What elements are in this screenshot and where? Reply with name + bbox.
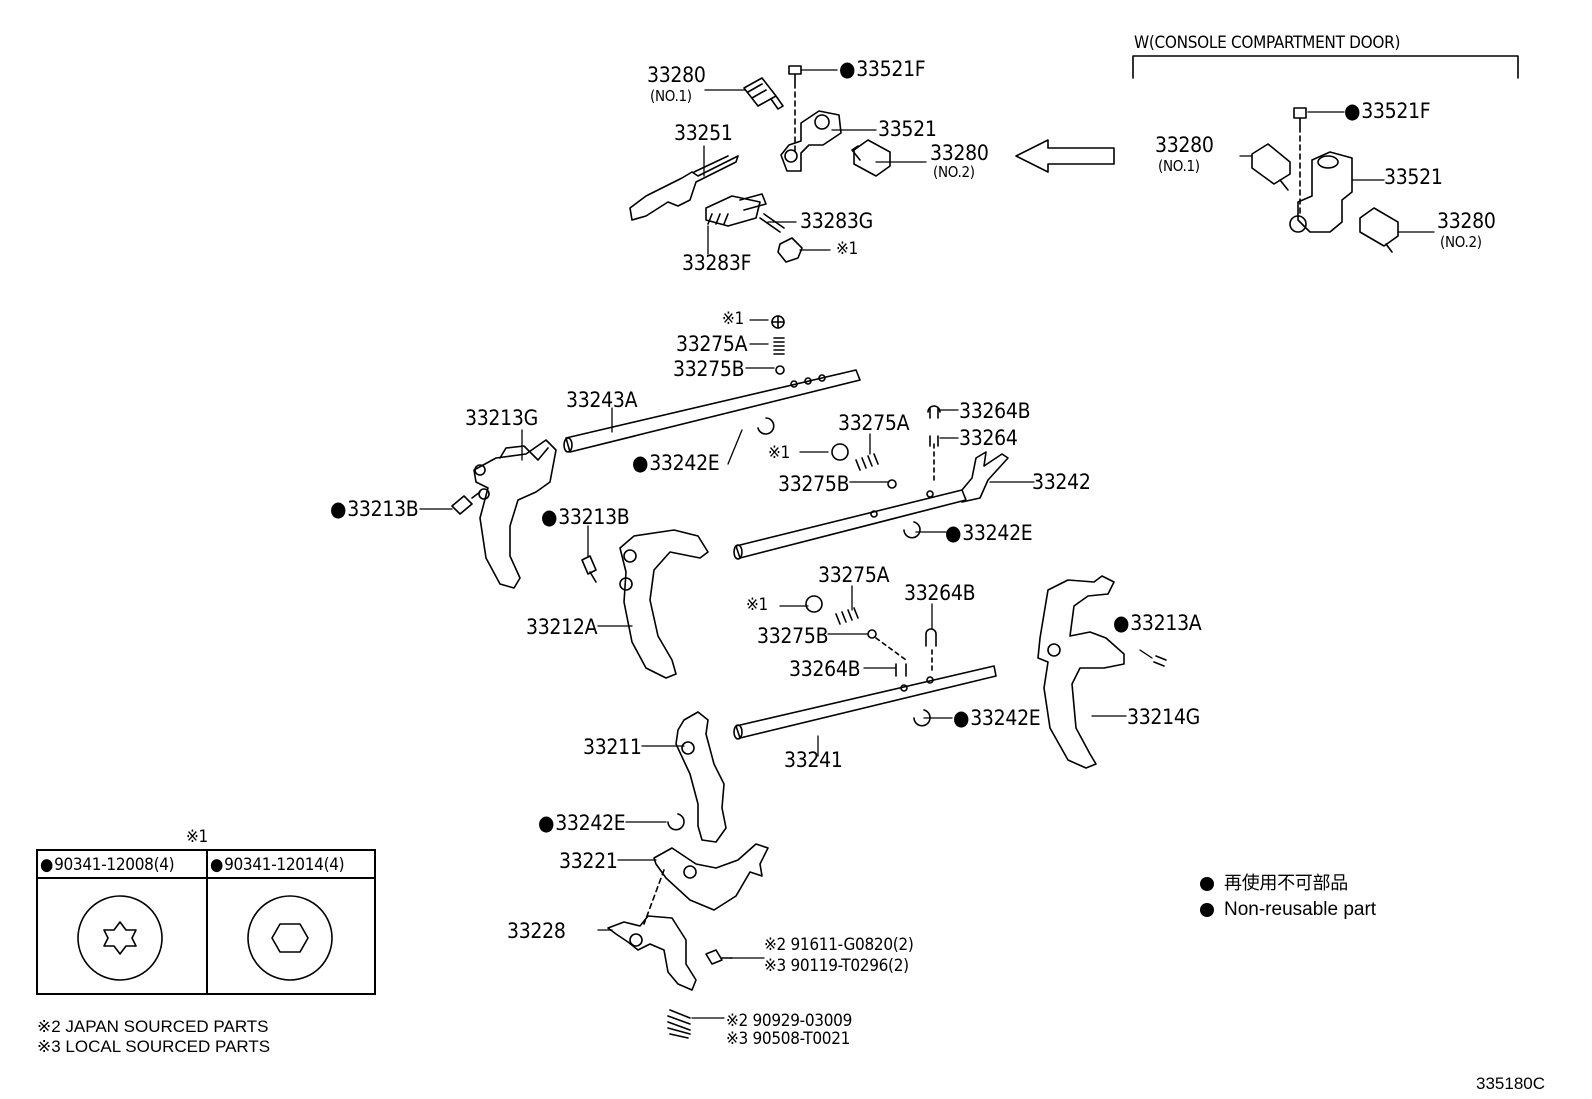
part-label-33213a[interactable]: 33213A bbox=[1113, 612, 1202, 634]
part-label-bolt-local[interactable]: ※3 90119-T0296(2) bbox=[764, 956, 909, 976]
part-label-33213b-a[interactable]: 33213B bbox=[330, 498, 419, 520]
part-label-33211[interactable]: 33211 bbox=[583, 735, 642, 759]
part-label-33275a-a[interactable]: 33275A bbox=[676, 332, 748, 356]
ref-mark-1-top: ※1 bbox=[836, 239, 858, 259]
part-label-33264b-b[interactable]: 33264B bbox=[904, 581, 976, 605]
part-label-33280-no2-top[interactable]: 33280 bbox=[930, 141, 989, 165]
part-label-33251[interactable]: 33251 bbox=[674, 121, 733, 145]
part-label-33521f-top[interactable]: 33521F bbox=[839, 58, 925, 80]
shift-lever-housing-top bbox=[629, 65, 891, 263]
part-label-33275a-b[interactable]: 33275A bbox=[838, 411, 910, 435]
legend-text-japanese: 再使用不可部品 bbox=[1224, 873, 1348, 894]
bolt-table-col1-header[interactable]: 90341-12008(4) bbox=[38, 851, 206, 879]
bolt-table-col1: 90341-12008(4) bbox=[38, 851, 206, 993]
part-label-33241[interactable]: 33241 bbox=[784, 748, 843, 772]
bolt-table-col2: 90341-12014(4) bbox=[206, 851, 374, 993]
part-label-33280-no1-right[interactable]: 33280 bbox=[1155, 133, 1214, 157]
part-label-33283f[interactable]: 33283F bbox=[682, 251, 752, 275]
part-label-33213b-b[interactable]: 33213B bbox=[541, 506, 630, 528]
shift-fork-33214g bbox=[1037, 575, 1167, 769]
part-label-33228[interactable]: 33228 bbox=[507, 919, 566, 943]
part-label-33212a[interactable]: 33212A bbox=[526, 615, 598, 639]
part-label-33264b-c[interactable]: 33264B bbox=[789, 657, 861, 681]
part-label-33242e-c[interactable]: 33242E bbox=[953, 707, 1041, 729]
part-label-33214g[interactable]: 33214G bbox=[1127, 705, 1200, 729]
part-label-33242[interactable]: 33242 bbox=[1032, 470, 1091, 494]
part-label-33280-no1-top[interactable]: 33280 bbox=[647, 63, 706, 87]
shift-fork-33212a bbox=[581, 529, 709, 679]
part-label-33275a-c[interactable]: 33275A bbox=[818, 563, 890, 587]
footnote-japan-sourced: ※2 JAPAN SOURCED PARTS bbox=[37, 1017, 269, 1036]
part-label-33213g[interactable]: 33213G bbox=[465, 406, 538, 430]
part-label-33521-right[interactable]: 33521 bbox=[1384, 165, 1443, 189]
part-label-33242e-d[interactable]: 33242E bbox=[538, 812, 626, 834]
bolt-head-illustrations bbox=[77, 895, 333, 981]
part-label-33221[interactable]: 33221 bbox=[559, 849, 618, 873]
legend-text-english: Non-reusable part bbox=[1224, 899, 1377, 920]
ref-mark-1-shaft-c: ※1 bbox=[746, 595, 768, 615]
ref-mark-1-shaft-a: ※1 bbox=[722, 309, 744, 329]
part-label-33521f-right[interactable]: 33521F bbox=[1344, 100, 1430, 122]
bolt-reference-table: 90341-12008(4) 90341-12014(4) bbox=[36, 849, 376, 995]
part-label-33280-no2-right[interactable]: 33280 bbox=[1437, 209, 1496, 233]
part-label-bolt-japan[interactable]: ※2 91611-G0820(2) bbox=[764, 935, 914, 955]
part-note-33280-no2-right: (NO.2) bbox=[1440, 233, 1482, 251]
part-label-33275b-a[interactable]: 33275B bbox=[673, 357, 745, 381]
part-label-33242e-b[interactable]: 33242E bbox=[945, 522, 1033, 544]
part-label-33283g[interactable]: 33283G bbox=[800, 209, 873, 233]
figure-id: 335180C bbox=[1476, 1074, 1546, 1093]
part-label-spring-local[interactable]: ※3 90508-T0021 bbox=[726, 1029, 851, 1049]
part-label-spring-japan[interactable]: ※2 90929-03009 bbox=[726, 1011, 853, 1031]
variant-header: W(CONSOLE COMPARTMENT DOOR) bbox=[1134, 33, 1401, 53]
legend-dots bbox=[1200, 877, 1214, 917]
part-note-33280-no2-top: (NO.2) bbox=[933, 163, 975, 181]
part-label-33242e-a[interactable]: 33242E bbox=[632, 452, 720, 474]
ref-mark-1-shaft-b: ※1 bbox=[768, 443, 790, 463]
shift-lever-33211 bbox=[667, 711, 727, 843]
shift-shaft-33242 bbox=[733, 405, 1009, 560]
bolt-table-col2-header[interactable]: 90341-12014(4) bbox=[208, 851, 374, 879]
shift-lever-housing-right bbox=[1251, 107, 1399, 253]
footnote-local-sourced: ※3 LOCAL SOURCED PARTS bbox=[37, 1037, 271, 1056]
leader-lines bbox=[419, 69, 1435, 1019]
part-note-33280-no1-right: (NO.1) bbox=[1158, 157, 1200, 175]
part-label-33275b-b[interactable]: 33275B bbox=[778, 472, 850, 496]
shift-shaft-33243a bbox=[563, 315, 861, 453]
part-label-33521-top[interactable]: 33521 bbox=[878, 117, 937, 141]
shift-lever-33221 bbox=[607, 843, 769, 1039]
part-label-33264b-a[interactable]: 33264B bbox=[959, 399, 1031, 423]
direction-arrow bbox=[1015, 139, 1115, 173]
part-note-33280-no1-top: (NO.1) bbox=[650, 87, 692, 105]
part-label-33264[interactable]: 33264 bbox=[959, 426, 1018, 450]
shift-fork-33213g bbox=[451, 439, 557, 589]
variant-bracket bbox=[1132, 55, 1519, 79]
part-label-33243a[interactable]: 33243A bbox=[566, 388, 638, 412]
shift-shaft-33241 bbox=[733, 595, 997, 740]
bolt-table-title: ※1 bbox=[186, 827, 208, 847]
part-label-33275b-c[interactable]: 33275B bbox=[757, 624, 829, 648]
